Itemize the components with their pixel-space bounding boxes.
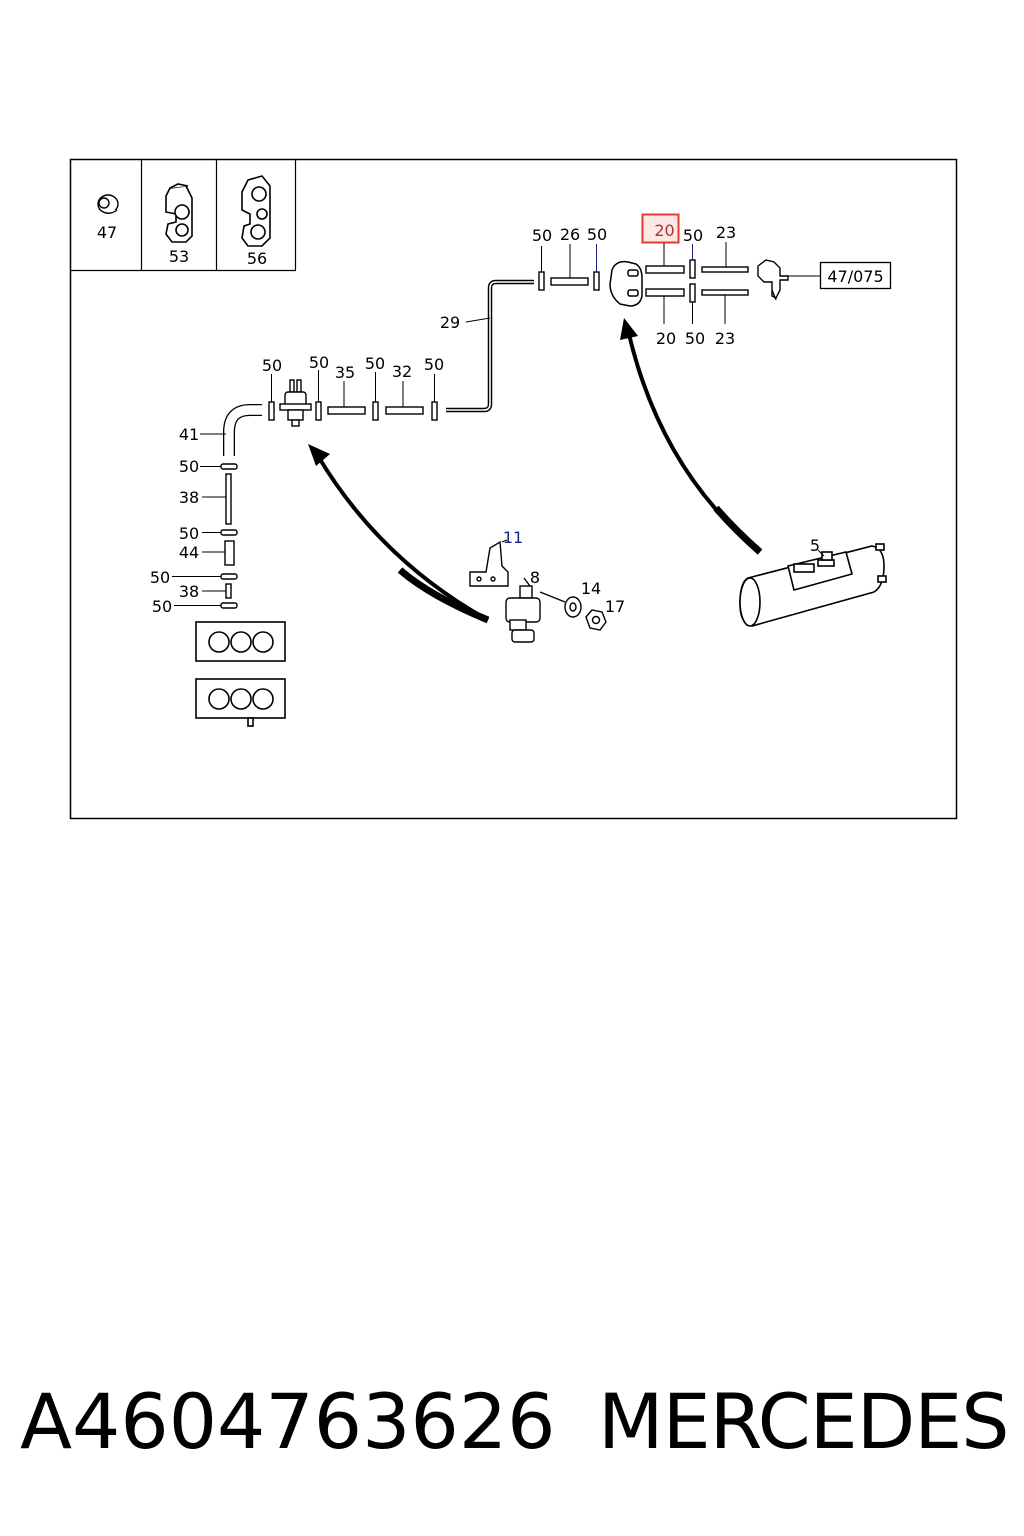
vacuum-distributor-block <box>195 678 286 727</box>
nut-17 <box>585 609 607 631</box>
hose-38 <box>225 473 232 525</box>
label-50: 50 <box>365 354 385 373</box>
label-20-highlighted[interactable]: 20 <box>654 221 674 240</box>
label-23: 23 <box>715 329 735 348</box>
legend-label-56: 56 <box>247 249 267 268</box>
reference-box[interactable] <box>819 261 892 290</box>
bracket-11 <box>469 540 509 587</box>
legend-panel <box>70 159 297 272</box>
connector-50 <box>593 271 600 291</box>
parts-diagram: 47 53 56 29 50 26 50 20 20 <box>69 158 958 820</box>
brand-name: MERCEDES <box>598 1377 1009 1466</box>
label-50: 50 <box>179 457 199 476</box>
label-50: 50 <box>262 356 282 375</box>
label-50: 50 <box>685 329 705 348</box>
vacuum-valve-8 <box>505 577 541 643</box>
arrowhead <box>620 318 638 340</box>
connector-50 <box>689 259 696 279</box>
hose-26 <box>550 277 589 286</box>
label-26: 26 <box>560 225 580 244</box>
arrowhead <box>308 444 330 466</box>
label-23: 23 <box>716 223 736 242</box>
label-5: 5 <box>810 536 820 555</box>
hose-23 <box>701 289 749 296</box>
diagram-frame <box>69 158 958 820</box>
part-caption: A4604763626 MERCEDES <box>0 1372 1024 1472</box>
label-35: 35 <box>335 363 355 382</box>
label-41: 41 <box>179 425 199 444</box>
switchover-valve <box>279 379 312 427</box>
vacuum-reservoir-5 <box>739 543 887 627</box>
assembly-arrow-right <box>626 329 762 554</box>
legend-label-47: 47 <box>97 223 117 242</box>
connector-50 <box>538 271 545 291</box>
label-50: 50 <box>683 226 703 245</box>
connector-50 <box>689 283 696 303</box>
highlight-box-20[interactable] <box>641 213 680 244</box>
hose-20 <box>645 265 685 274</box>
hose-23 <box>701 266 749 273</box>
part-number: A4604763626 <box>20 1377 556 1466</box>
connector-50 <box>220 573 238 580</box>
hose-20 <box>645 288 685 297</box>
label-50: 50 <box>587 225 607 244</box>
label-32: 32 <box>392 362 412 381</box>
legend-label-53: 53 <box>169 247 189 266</box>
grommet-icon <box>97 194 119 214</box>
connector-50 <box>315 401 322 421</box>
connector-50 <box>220 602 238 609</box>
label-50: 50 <box>309 353 329 372</box>
label-20: 20 <box>656 329 676 348</box>
label-8: 8 <box>530 568 540 587</box>
label-50: 50 <box>150 568 170 587</box>
label-11: 11 <box>503 528 523 547</box>
distribution-piece <box>609 260 643 307</box>
label-44: 44 <box>179 543 199 562</box>
label-17: 17 <box>605 597 625 616</box>
label-38: 38 <box>179 488 199 507</box>
vacuum-distributor-block <box>195 621 286 662</box>
label-50: 50 <box>424 355 444 374</box>
label-50: 50 <box>152 597 172 616</box>
label-29: 29 <box>440 313 460 332</box>
washer-14 <box>539 591 582 618</box>
connector-50 <box>268 401 275 421</box>
label-50: 50 <box>532 226 552 245</box>
assembly-arrow-left <box>316 454 489 622</box>
hose-38 <box>225 583 232 599</box>
label-38: 38 <box>179 582 199 601</box>
hose-clip-double-icon <box>165 183 193 243</box>
connector-50 <box>372 401 379 421</box>
reference-label[interactable]: 47/075 <box>827 267 883 286</box>
hose-35 <box>327 406 366 415</box>
label-14: 14 <box>581 579 601 598</box>
connector-50 <box>220 463 238 470</box>
hose-clip-triple-icon <box>241 175 271 247</box>
connector-50 <box>220 529 238 536</box>
connector-50 <box>431 401 438 421</box>
hose-44 <box>224 540 235 566</box>
label-50: 50 <box>179 524 199 543</box>
check-valve-fitting <box>757 259 789 301</box>
hose-32 <box>385 406 424 415</box>
